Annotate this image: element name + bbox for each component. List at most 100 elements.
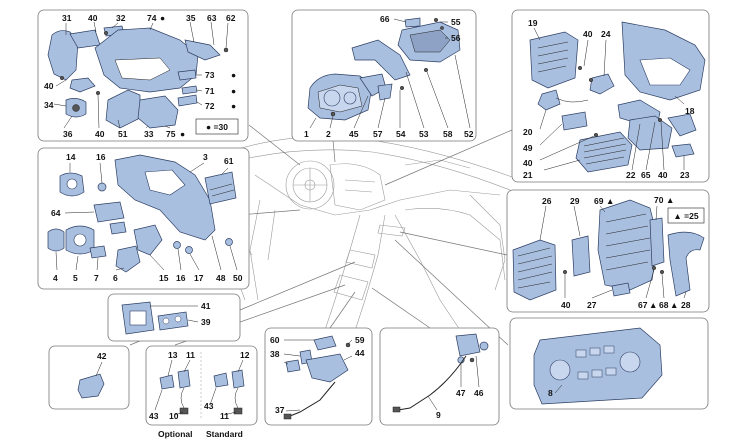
callout-67: 67 [638, 300, 648, 310]
callout-40: 40 [95, 129, 105, 139]
callout-51: 51 [118, 129, 128, 139]
part-23 [671, 143, 695, 158]
part-73 [177, 69, 197, 81]
part-35 [184, 39, 221, 61]
callout-5: 5 [73, 273, 78, 283]
circle-mark: ● [160, 13, 165, 23]
callout-56: 56 [451, 33, 461, 43]
panel-top-middle: 66 55 56 1 2 45 57 54 53 58 52 [291, 9, 477, 142]
callout-47: 47 [456, 388, 466, 398]
callout-64: 64 [51, 208, 61, 218]
callout-9: 9 [436, 410, 441, 420]
part-16b [173, 241, 181, 249]
callout-17: 17 [194, 273, 204, 283]
callout-20: 20 [523, 127, 533, 137]
callout-8: 8 [548, 388, 553, 398]
part-70 [649, 217, 665, 267]
callout-39: 39 [201, 317, 211, 327]
callout-12: 12 [240, 350, 250, 360]
part-53-trim [351, 39, 411, 81]
callout-70: 70 [654, 195, 664, 205]
panel-top-left: ● =30 31 40 32 74 ● 35 63 62 73 ● 71 ● 7… [37, 9, 249, 142]
callout-53: 53 [419, 129, 429, 139]
callout-43: 43 [149, 411, 159, 421]
callout-37: 37 [275, 405, 285, 415]
part-17 [185, 246, 193, 254]
callout-50: 50 [233, 273, 243, 283]
legend-triangle: ▲ =25 [673, 211, 698, 221]
callout-11: 11 [186, 350, 195, 360]
panel-small-41-39: 41 39 [107, 293, 241, 342]
callout-71: 71 [205, 86, 215, 96]
legend-circle-box [195, 118, 239, 135]
callout-21: 21 [523, 170, 533, 180]
circle-mark: ● [180, 129, 185, 139]
callout-57: 57 [373, 129, 383, 139]
part-27 [611, 282, 631, 297]
panel-bottom-optional-standard: 13 11 43 10 12 43 11 Optional Standard [145, 345, 258, 439]
callout-15: 15 [159, 273, 169, 283]
callout-54: 54 [396, 129, 406, 139]
callout-40: 40 [583, 29, 593, 39]
triangle-mark: ▲ [606, 196, 614, 206]
callout-6: 6 [113, 273, 118, 283]
callout-52: 52 [464, 129, 474, 139]
part-42 [77, 373, 105, 399]
callout-62: 62 [226, 13, 236, 23]
part-69-housing [597, 199, 659, 291]
callout-41: 41 [201, 301, 211, 311]
callout-46: 46 [474, 388, 484, 398]
callout-49: 49 [523, 143, 533, 153]
legend-triangle-box [667, 207, 705, 224]
callout-73: 73 [205, 70, 215, 80]
part-60 [313, 335, 337, 351]
callout-27: 27 [587, 300, 597, 310]
callout-55: 55 [451, 17, 461, 27]
part-15 [133, 224, 163, 256]
car-interior-drawing [229, 136, 521, 346]
callout-45: 45 [349, 129, 359, 139]
callout-63: 63 [207, 13, 217, 23]
callout-11: 11 [220, 411, 229, 421]
callout-14: 14 [66, 152, 76, 162]
callout-68: 68 [659, 300, 669, 310]
label-optional: Optional [158, 429, 192, 439]
callout-34: 34 [44, 100, 54, 110]
panel-mid-right: ▲ =25 26 29 69 ▲ 70 ▲ 40 27 67 ▲ 68 ▲ 28 [506, 189, 710, 313]
callout-74: 74 [147, 13, 157, 23]
part-8-climate-panel [533, 327, 663, 405]
callout-38: 38 [270, 349, 280, 359]
callout-40: 40 [88, 13, 98, 23]
part-50 [225, 238, 233, 246]
part-20 [537, 89, 561, 111]
part-24 [589, 73, 615, 95]
part-33 [137, 95, 179, 129]
part-49 [561, 111, 588, 131]
callout-32: 32 [116, 13, 126, 23]
part-7 [89, 245, 107, 259]
callout-3: 3 [203, 152, 208, 162]
part-71 [181, 85, 198, 95]
callout-65: 65 [641, 170, 651, 180]
panel-mid-left: 14 16 3 61 64 4 5 7 6 15 16 17 48 50 [37, 147, 250, 290]
part-19-vent [529, 31, 579, 89]
part-12 [213, 372, 229, 388]
part-46 [455, 333, 481, 357]
callout-1: 1 [304, 129, 309, 139]
circle-mark: ● [231, 70, 236, 80]
part-66 [404, 17, 421, 28]
part-61 [204, 171, 237, 205]
panel-top-right: 19 40 24 18 20 49 40 21 22 65 40 23 [511, 9, 710, 183]
part-16 [97, 182, 107, 192]
panel-bottom-sensor: 9 47 46 [379, 327, 500, 426]
circle-mark: ● [231, 86, 236, 96]
callout-24: 24 [601, 29, 611, 39]
callout-22: 22 [626, 170, 636, 180]
legend-circle: ● =30 [206, 122, 228, 132]
triangle-mark: ▲ [649, 300, 657, 310]
callout-61: 61 [224, 156, 234, 166]
callout-31: 31 [62, 13, 72, 23]
callout-19: 19 [528, 18, 538, 28]
label-standard: Standard [206, 429, 243, 439]
